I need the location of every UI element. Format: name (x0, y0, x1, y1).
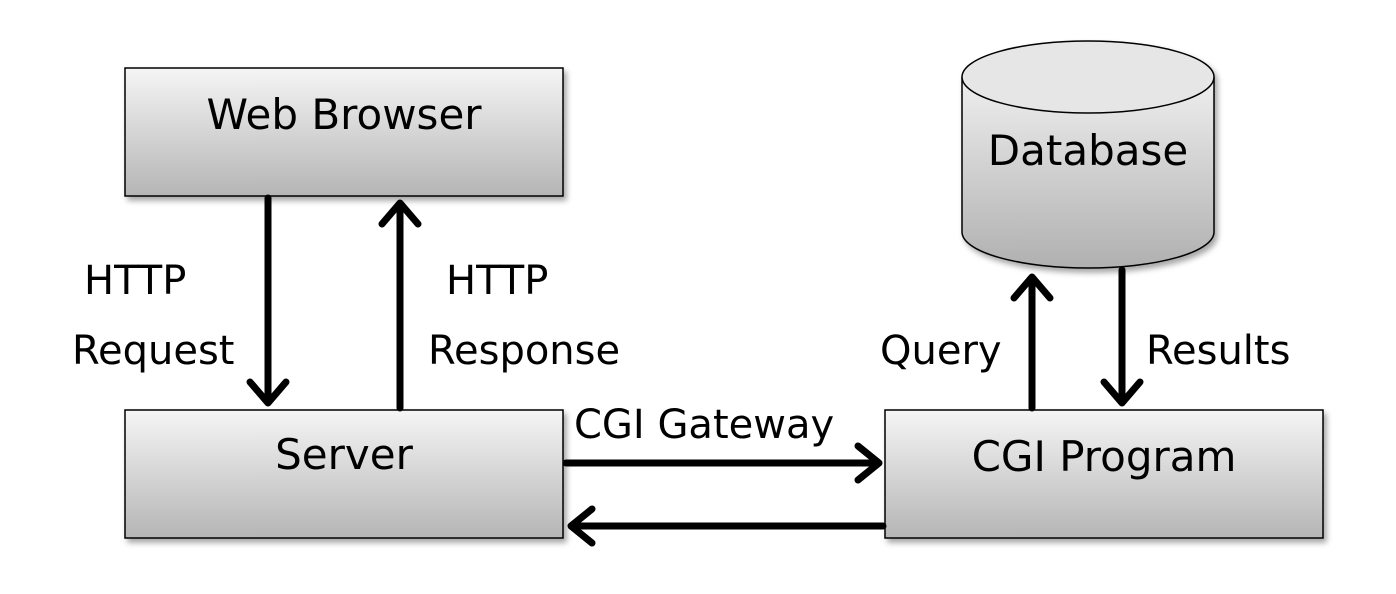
http-response-label-line2: Response (428, 328, 621, 374)
database-label: Database (987, 126, 1189, 175)
server-label: Server (275, 430, 413, 479)
server-box (124, 409, 564, 539)
query-arrow (1010, 273, 1054, 412)
results-arrow (1100, 266, 1144, 407)
http-request-arrow (246, 194, 290, 407)
database-cylinder (961, 40, 1215, 269)
return-arrow (567, 505, 887, 547)
http-response-arrow (378, 199, 422, 412)
cgi-gateway-label: CGI Gateway (574, 402, 835, 448)
query-label: Query (880, 328, 1002, 374)
cgi-gateway-arrow (562, 442, 883, 484)
cgi-program-label: CGI Program (971, 432, 1237, 481)
http-request-label-line1: HTTP (84, 258, 187, 304)
http-request-label-line2: Request (72, 328, 235, 374)
http-response-label-line1: HTTP (446, 258, 549, 304)
web-browser-label: Web Browser (206, 90, 482, 139)
results-label: Results (1146, 328, 1291, 374)
web-browser-box (124, 67, 564, 197)
cgi-program-box (884, 409, 1324, 539)
